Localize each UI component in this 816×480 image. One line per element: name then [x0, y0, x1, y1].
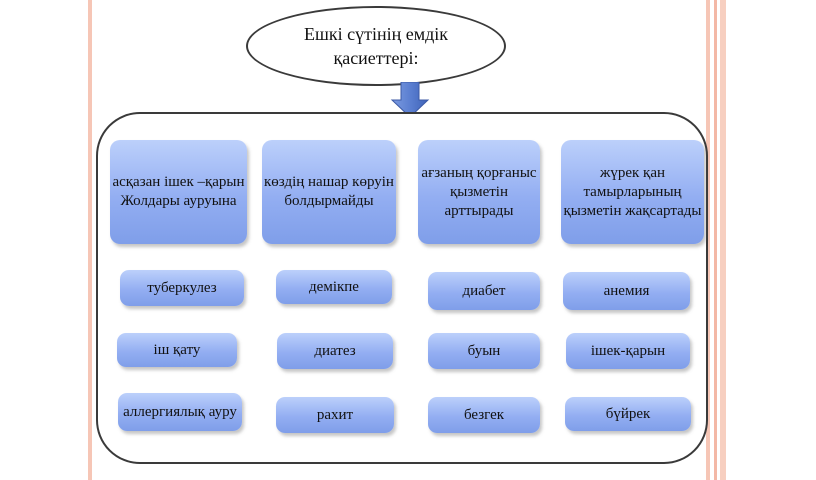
disease-box: анемия — [563, 272, 690, 310]
disease-box: бүйрек — [565, 397, 691, 431]
disease-box: диатез — [277, 333, 393, 369]
disease-label: диабет — [462, 283, 506, 299]
title-ellipse: Ешкі сүтінің емдік қасиеттері: — [246, 6, 506, 86]
disease-label: безгек — [463, 407, 505, 423]
disease-label: аллергиялық ауру — [123, 404, 237, 420]
disease-label: демікпе — [309, 279, 359, 295]
right-margin-stripe-2 — [714, 0, 717, 480]
disease-label: анемия — [603, 283, 650, 299]
disease-box: іш қату — [117, 333, 237, 367]
disease-box: ішек-қарын — [566, 333, 690, 369]
disease-box: демікпе — [276, 270, 392, 304]
disease-box: буын — [428, 333, 540, 369]
left-margin-stripe — [88, 0, 92, 480]
disease-label: іш қату — [153, 342, 201, 358]
disease-box: рахит — [276, 397, 394, 433]
effect-label: жүрек қан тамырларының қызметін жақсарта… — [563, 164, 702, 219]
effect-label: ағзаның қорғаныс қызметін арттырады — [421, 164, 537, 219]
effect-box-heart: жүрек қан тамырларының қызметін жақсарта… — [561, 140, 704, 244]
effect-box-immunity: ағзаның қорғаныс қызметін арттырады — [418, 140, 540, 244]
disease-label: рахит — [316, 407, 354, 423]
disease-label: бүйрек — [605, 406, 651, 422]
effect-label: асқазан ішек –қарын Жолдары ауруына — [112, 174, 245, 209]
disease-box: туберкулез — [120, 270, 244, 306]
disease-label: ішек-қарын — [590, 343, 666, 359]
disease-box: аллергиялық ауру — [118, 393, 242, 431]
disease-label: буын — [467, 343, 501, 359]
disease-label: диатез — [314, 343, 356, 359]
disease-label: туберкулез — [147, 280, 217, 296]
effect-box-digestive: асқазан ішек –қарын Жолдары ауруына — [110, 140, 247, 244]
diagram-title: Ешкі сүтінің емдік қасиеттері: — [303, 24, 448, 68]
right-margin-stripe-1 — [706, 0, 710, 480]
effect-box-vision: көздің нашар көруін болдырмайды — [262, 140, 396, 244]
effect-label: көздің нашар көруін болдырмайды — [264, 174, 394, 209]
disease-box: диабет — [428, 272, 540, 310]
disease-box: безгек — [428, 397, 540, 433]
right-margin-stripe-3 — [720, 0, 726, 480]
down-arrow-icon — [390, 82, 430, 118]
